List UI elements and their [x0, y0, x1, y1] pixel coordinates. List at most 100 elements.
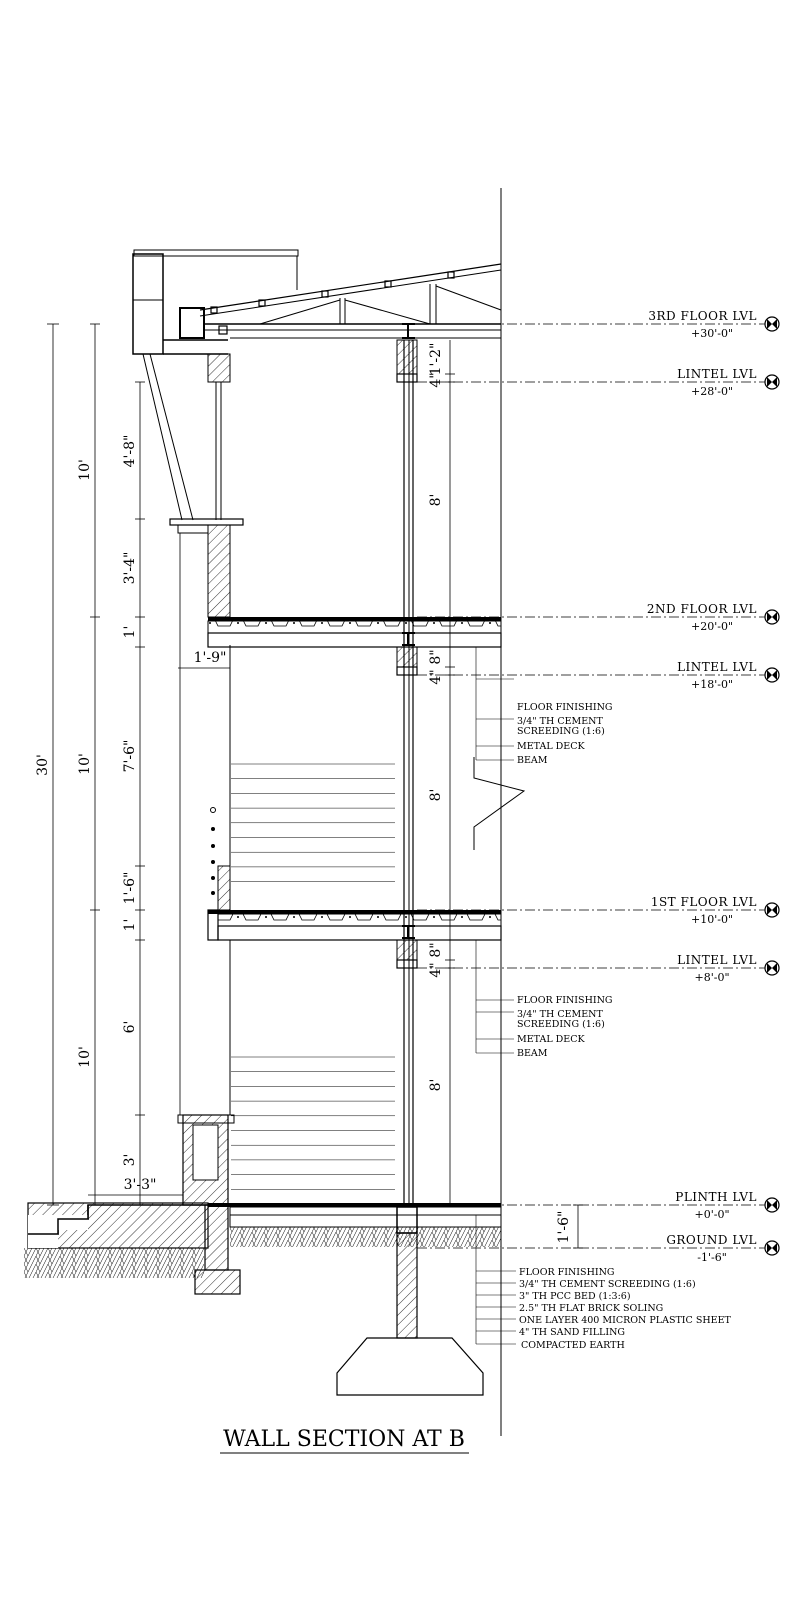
dim-opening-1: 8': [428, 1079, 444, 1092]
level-name: LINTEL LVL: [677, 367, 757, 381]
ground-note-screeding: 3/4" TH CEMENT SCREEDING (1:6): [519, 1279, 696, 1290]
note-1-screeding: SCREEDING (1:6): [517, 1019, 605, 1030]
dim-railing: 1'-6": [122, 872, 138, 905]
note-2-cement: 3/4" TH CEMENT: [517, 716, 603, 727]
ground-note-brick-soling: 2.5" TH FLAT BRICK SOLING: [519, 1303, 663, 1314]
level-value: +8'-0": [694, 971, 729, 984]
note-1-metal-deck: METAL DECK: [517, 1034, 585, 1045]
gutter: [179, 307, 205, 339]
level-name: PLINTH LVL: [675, 1190, 757, 1204]
note-2-screeding: SCREEDING (1:6): [517, 726, 605, 737]
level-symbol-icon: [764, 1197, 780, 1213]
dim-lintel-to-shade: 4'-8": [122, 435, 138, 468]
level-marker: PLINTH LVL +0'-0": [417, 1190, 780, 1221]
ground-notes: FLOOR FINISHING 3/4" TH CEMENT SCREEDING…: [475, 1215, 732, 1351]
level-symbol-icon: [764, 960, 780, 976]
floor-height-3: 10': [77, 459, 93, 481]
sunshade: [169, 518, 244, 526]
dim-slab-2: 1': [122, 626, 138, 639]
dim-slab-1: 1': [122, 919, 138, 932]
note-2-metal-deck: METAL DECK: [517, 741, 585, 752]
level-value: +20'-0": [691, 620, 733, 633]
level-marker: 2ND FLOOR LVL +20'-0": [417, 602, 780, 633]
step-dimension-label: 3'-3": [124, 1177, 157, 1193]
ground-note-sand: 4" TH SAND FILLING: [519, 1327, 625, 1338]
level-value: +30'-0": [691, 327, 733, 340]
dim-lintel-3: 1'-2": [428, 343, 444, 376]
ground-note-pcc: 3" TH PCC BED (1:3:6): [519, 1291, 631, 1302]
exterior-wall: [142, 353, 244, 1115]
level-symbol-icon: [764, 609, 780, 625]
level-name: 2ND FLOOR LVL: [647, 602, 757, 616]
parapet: [133, 249, 299, 257]
level-value: -1'-6": [697, 1251, 727, 1264]
level-name: LINTEL LVL: [677, 953, 757, 967]
level-symbol-icon: [764, 374, 780, 390]
foundation: [24, 1114, 502, 1396]
total-height-label: 30': [35, 754, 51, 776]
step-dimension: 3'-3": [88, 1177, 183, 1196]
dim-opening-3: 8': [428, 494, 444, 507]
level-value: +28'-0": [691, 385, 733, 398]
level-marker: 3RD FLOOR LVL +30'-0": [417, 309, 780, 340]
dim-glazing-2: 7'-6": [122, 740, 138, 773]
level-marker: GROUND LVL -1'-6": [417, 1233, 780, 1264]
break-line: [473, 757, 526, 850]
dim-lintel-1: 8": [428, 942, 444, 957]
glazing-lower: [231, 1056, 395, 1190]
level-marker: LINTEL LVL +18'-0": [417, 660, 780, 691]
level-value: +10'-0": [691, 913, 733, 926]
dim-lintel-bearing-2: 4": [428, 669, 444, 684]
plinth-dimension: 1'-6": [556, 1204, 583, 1249]
note-1-floor-finishing: FLOOR FINISHING: [517, 995, 613, 1006]
right-dimension-chain: 1'-2" 4" 8' 8" 4" 8' 8" 4" 8': [428, 340, 455, 1205]
plinth-dimension-label: 1'-6": [556, 1211, 572, 1244]
level-name: 1ST FLOOR LVL: [651, 895, 757, 909]
note-1-beam: BEAM: [517, 1048, 548, 1059]
note-1-cement: 3/4" TH CEMENT: [517, 1009, 603, 1020]
railing: [210, 807, 216, 895]
drawing-title: WALL SECTION AT B: [223, 1427, 465, 1452]
level-value: +0'-0": [694, 1208, 729, 1221]
roof-sheet: [199, 263, 502, 311]
level-symbol-icon: [764, 667, 780, 683]
ground-note-plastic-sheet: ONE LAYER 400 MICRON PLASTIC SHEET: [519, 1315, 732, 1326]
dim-shade-to-floor: 3'-4": [122, 552, 138, 585]
dim-lintel-bearing-3: 4": [428, 372, 444, 387]
ground-note-earth: COMPACTED EARTH: [521, 1340, 625, 1351]
overhang-dimension-label: 1'-9": [194, 650, 227, 666]
detail-dimension-chain: 4'-8" 3'-4" 1' 7'-6" 1'-6" 1' 6' 3': [122, 381, 145, 1206]
level-symbol-icon: [764, 902, 780, 918]
note-2-beam: BEAM: [517, 755, 548, 766]
level-marker: LINTEL LVL +8'-0": [417, 953, 780, 984]
dim-lintel-bearing-1: 4": [428, 962, 444, 977]
ground-note-floor-finishing: FLOOR FINISHING: [519, 1267, 615, 1278]
slab-2nd-floor: [207, 617, 502, 648]
floor-height-dimensions: 10' 10' 10': [77, 323, 100, 1206]
dim-lintel-2: 8": [428, 649, 444, 664]
floor-height-1: 10': [77, 1046, 93, 1068]
dim-glazing-1: 6': [122, 1021, 138, 1034]
level-marker: LINTEL LVL +28'-0": [417, 367, 780, 398]
dim-sill: 3': [122, 1154, 138, 1167]
level-markers: 3RD FLOOR LVL +30'-0" LINTEL LVL +28'-0" 2ND…: [417, 309, 780, 1264]
steel-column: [396, 323, 418, 1205]
roof-assembly: [132, 249, 502, 355]
note-2-floor-finishing: FLOOR FINISHING: [517, 702, 613, 713]
overhang-dimension: 1'-9": [178, 650, 230, 669]
level-symbol-icon: [764, 316, 780, 332]
level-value: +18'-0": [691, 678, 733, 691]
glazing-upper: [231, 763, 395, 882]
level-marker: 1ST FLOOR LVL +10'-0": [417, 895, 780, 926]
dim-opening-2: 8': [428, 789, 444, 802]
level-name: 3RD FLOOR LVL: [648, 309, 757, 323]
floor-height-2: 10': [77, 753, 93, 775]
total-height-dimension: 30': [35, 323, 59, 1206]
level-name: LINTEL LVL: [677, 660, 757, 674]
floor-notes-2nd: FLOOR FINISHING 3/4" TH CEMENT SCREEDING…: [475, 647, 613, 766]
level-symbol-icon: [764, 1240, 780, 1256]
slab-1st-floor: [207, 865, 502, 941]
floor-notes-1st: FLOOR FINISHING 3/4" TH CEMENT SCREEDING…: [475, 940, 613, 1059]
level-name: GROUND LVL: [666, 1233, 757, 1247]
